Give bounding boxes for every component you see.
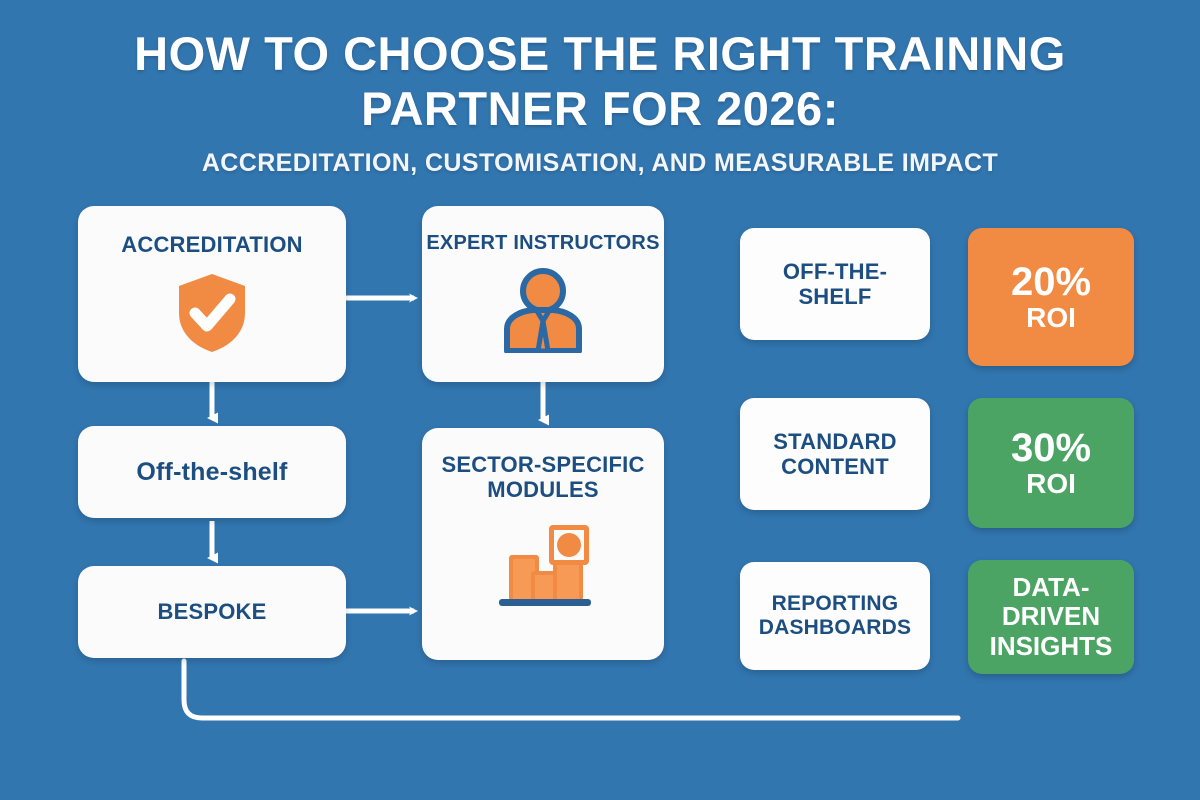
metric-tile-roi-30-unit: ROI xyxy=(1026,467,1076,499)
header: HOW TO CHOOSE THE RIGHT TRAINING PARTNER… xyxy=(120,26,1080,178)
person-tie-icon xyxy=(497,267,589,353)
pill-reporting-dashboards-line-1: REPORTING xyxy=(771,591,899,615)
pill-off-the-shelf-line-2: SHELF xyxy=(798,284,872,309)
card-sector-modules-label-line-2: MODULES xyxy=(487,477,599,503)
metric-tile-insights-line-1: DATA- xyxy=(1012,571,1090,602)
pill-off-the-shelf[interactable]: OFF-THE- SHELF xyxy=(740,228,930,340)
metric-tile-roi-30[interactable]: 30% ROI xyxy=(968,398,1134,528)
connector-bottom-loop xyxy=(181,658,961,721)
card-off-the-shelf[interactable]: Off-the-shelf xyxy=(78,426,346,518)
pill-standard-content[interactable]: STANDARD CONTENT xyxy=(740,398,930,510)
card-bespoke-label: BESPOKE xyxy=(157,599,267,625)
metric-tile-roi-30-value: 30% xyxy=(1010,425,1092,470)
metric-tile-roi-20-unit: ROI xyxy=(1026,301,1076,333)
pill-reporting-dashboards-line-2: DASHBOARDS xyxy=(758,616,912,639)
card-sector-modules[interactable]: SECTOR-SPECIFIC MODULES xyxy=(422,428,664,660)
pill-off-the-shelf-line-1: OFF-THE- xyxy=(782,258,888,284)
page-subtitle: ACCREDITATION, CUSTOMISATION, AND MEASUR… xyxy=(201,148,999,177)
metric-tile-insights-line-3: INSIGHTS xyxy=(989,630,1113,661)
metric-tile-roi-20[interactable]: 20% ROI xyxy=(968,228,1134,366)
metric-tile-insights-line-2: DRIVEN xyxy=(1001,601,1101,632)
metric-tile-roi-20-value: 20% xyxy=(1010,259,1092,304)
card-expert-instructors[interactable]: EXPERT INSTRUCTORS xyxy=(422,206,664,382)
card-off-the-shelf-label: Off-the-shelf xyxy=(136,457,288,486)
bar-chart-icon xyxy=(487,515,599,611)
page-title-line-1: HOW TO CHOOSE THE RIGHT TRAINING xyxy=(134,27,1066,80)
pill-reporting-dashboards[interactable]: REPORTING DASHBOARDS xyxy=(740,562,930,670)
card-expert-instructors-label: EXPERT INSTRUCTORS xyxy=(426,232,660,254)
pill-standard-content-line-1: STANDARD xyxy=(773,428,897,454)
shield-check-icon xyxy=(173,271,251,355)
card-accreditation-label: ACCREDITATION xyxy=(121,232,303,257)
card-bespoke[interactable]: BESPOKE xyxy=(78,566,346,658)
card-sector-modules-label-line-1: SECTOR-SPECIFIC xyxy=(441,452,645,477)
pill-standard-content-line-2: CONTENT xyxy=(781,454,889,479)
card-accreditation[interactable]: ACCREDITATION xyxy=(78,206,346,382)
metric-tile-data-driven-insights[interactable]: DATA- DRIVEN INSIGHTS xyxy=(968,560,1134,674)
page-title-line-2: PARTNER FOR 2026: xyxy=(361,82,839,136)
